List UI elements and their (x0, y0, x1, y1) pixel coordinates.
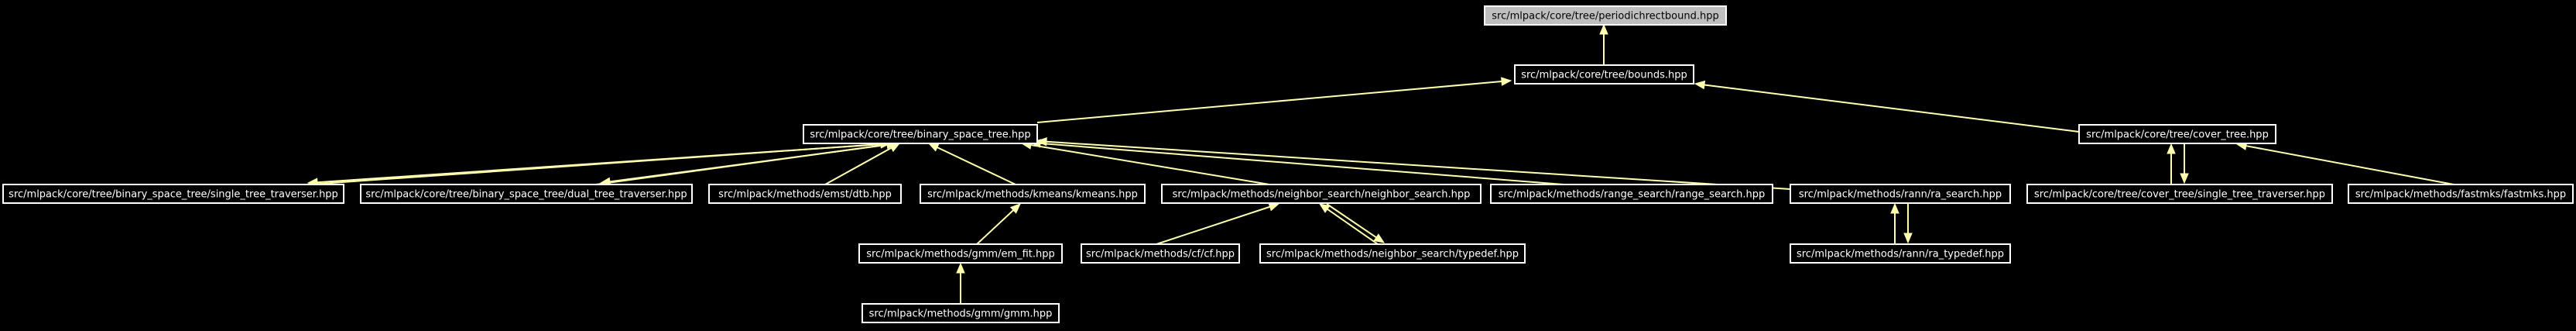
edge-binary_space_tree-to-bounds-arrowhead (1501, 77, 1512, 86)
node-label: src/mlpack/methods/rann/ra_typedef.hpp (1797, 249, 2004, 260)
node-label: src/mlpack/methods/range_search/range_se… (1499, 189, 1766, 201)
edge-em_fit-to-kmeans-arrowhead (1009, 203, 1021, 214)
node-box[interactable] (1484, 5, 1727, 26)
nodes-layer: src/mlpack/core/tree/periodichrectbound.… (2, 5, 2574, 323)
edge-line (1327, 209, 1379, 245)
node-periodichrectbound[interactable]: src/mlpack/core/tree/periodichrectbound.… (1484, 5, 1727, 26)
node-box[interactable] (1081, 243, 1240, 264)
node-label: src/mlpack/core/tree/binary_space_tree/d… (365, 189, 687, 201)
edge-line (937, 147, 1016, 185)
edges-layer (307, 23, 2454, 304)
node-box[interactable] (2026, 184, 2333, 204)
node-cf[interactable]: src/mlpack/methods/cf/cf.hpp (1081, 243, 1240, 264)
edge-ra_search-to-binary_space_tree-arrowhead (1036, 137, 1047, 147)
node-fastmks[interactable]: src/mlpack/methods/fastmks/fastmks.hpp (2348, 184, 2574, 204)
edge-ra_search-to-binary_space_tree (1036, 137, 1791, 190)
node-label: src/mlpack/core/tree/cover_tree/single_t… (2034, 189, 2325, 201)
edge-ct_single-to-cover_tree (2167, 143, 2176, 184)
node-em-fit[interactable]: src/mlpack/methods/gmm/em_fit.hpp (858, 243, 1063, 264)
node-label: src/mlpack/methods/cf/cf.hpp (1086, 249, 1235, 260)
edge-em_fit-to-kmeans (976, 203, 1021, 245)
node-box[interactable] (1490, 184, 1773, 204)
edge-line (1036, 81, 1502, 123)
node-label: src/mlpack/core/tree/binary_space_tree/s… (9, 189, 338, 201)
node-box[interactable] (1514, 64, 1694, 84)
edge-cover_tree-to-ct_single-arrowhead (2180, 173, 2189, 184)
edge-ra_search-to-ra_typedef (1903, 204, 1913, 244)
node-label: src/mlpack/methods/kmeans/kmeans.hpp (927, 189, 1138, 201)
node-ra-typedef[interactable]: src/mlpack/methods/rann/ra_typedef.hpp (1790, 243, 2011, 264)
edge-line (2245, 145, 2454, 185)
node-label: src/mlpack/methods/emst/dtb.hpp (718, 189, 892, 201)
node-ns-typedef[interactable]: src/mlpack/methods/neighbor_search/typed… (1259, 243, 1526, 264)
node-bst-single[interactable]: src/mlpack/core/tree/binary_space_tree/s… (2, 184, 344, 204)
edge-ra_typedef-to-ra_search (1890, 202, 1899, 244)
edge-cover_tree-to-bounds (1694, 80, 2080, 133)
node-label: src/mlpack/core/tree/cover_tree.hpp (2086, 129, 2269, 141)
node-box[interactable] (2078, 124, 2276, 144)
edge-bounds-to-periodichrectbound-arrowhead (1599, 23, 1608, 35)
node-bounds[interactable]: src/mlpack/core/tree/bounds.hpp (1514, 64, 1694, 84)
node-box[interactable] (920, 184, 1146, 204)
node-box[interactable] (1790, 184, 2011, 204)
edge-cover_tree-to-bounds-arrowhead (1694, 80, 1706, 90)
node-label: src/mlpack/methods/gmm/em_fit.hpp (866, 249, 1055, 260)
node-box[interactable] (708, 184, 902, 204)
node-label: src/mlpack/methods/gmm/gmm.hpp (869, 309, 1053, 320)
node-cover-tree[interactable]: src/mlpack/core/tree/cover_tree.hpp (2078, 124, 2276, 144)
edge-line (1040, 142, 1564, 185)
node-label: src/mlpack/core/tree/bounds.hpp (1521, 70, 1687, 81)
edge-line (1326, 203, 1377, 239)
node-box[interactable] (2, 184, 344, 204)
node-label: src/mlpack/methods/neighbor_search/typed… (1266, 249, 1519, 260)
node-dtb[interactable]: src/mlpack/methods/emst/dtb.hpp (708, 184, 902, 204)
node-label: src/mlpack/methods/fastmks/fastmks.hpp (2355, 189, 2566, 201)
node-kmeans[interactable]: src/mlpack/methods/kmeans/kmeans.hpp (920, 184, 1146, 204)
edge-line (976, 209, 1014, 245)
node-box[interactable] (803, 124, 1038, 144)
node-label: src/mlpack/methods/neighbor_search/neigh… (1173, 189, 1471, 201)
node-label: src/mlpack/core/tree/periodichrectbound.… (1492, 11, 1719, 22)
edge-ct_single-to-cover_tree-arrowhead (2167, 143, 2176, 154)
node-box[interactable] (1161, 184, 1482, 204)
node-bst-dual[interactable]: src/mlpack/core/tree/binary_space_tree/d… (360, 184, 693, 204)
edge-line (609, 143, 892, 183)
edge-line (1704, 84, 2080, 133)
edge-gmm-to-em_fit-arrowhead (956, 262, 965, 274)
edge-line (317, 143, 883, 184)
node-box[interactable] (858, 243, 1063, 264)
node-ra-search[interactable]: src/mlpack/methods/rann/ra_search.hpp (1790, 184, 2011, 204)
node-box[interactable] (1790, 243, 2011, 264)
edge-cover_tree-to-ct_single (2180, 144, 2189, 184)
edge-ra_search-to-ra_typedef-arrowhead (1903, 233, 1913, 244)
node-box[interactable] (2348, 184, 2574, 204)
node-box[interactable] (360, 184, 693, 204)
edge-ns_typedef-to-neighbor_search-arrowhead (1318, 203, 1331, 213)
edge-line (824, 147, 892, 185)
edge-ra_typedef-to-ra_search-arrowhead (1890, 202, 1899, 214)
edge-line (1156, 205, 1270, 245)
edge-cf-to-neighbor_search (1156, 202, 1280, 245)
node-box[interactable] (1259, 243, 1526, 264)
node-label: src/mlpack/methods/rann/ra_search.hpp (1799, 189, 2002, 201)
edge-ns_typedef-to-neighbor_search (1318, 203, 1379, 245)
edge-gmm-to-em_fit (956, 262, 965, 304)
node-box[interactable] (862, 303, 1060, 323)
edge-line (1030, 143, 1270, 185)
edge-bounds-to-periodichrectbound (1599, 23, 1608, 65)
edge-binary_space_tree-to-bounds (1036, 77, 1512, 123)
node-neighbor-search[interactable]: src/mlpack/methods/neighbor_search/neigh… (1161, 184, 1482, 204)
node-binary-space-tree[interactable]: src/mlpack/core/tree/binary_space_tree.h… (803, 124, 1038, 144)
node-gmm[interactable]: src/mlpack/methods/gmm/gmm.hpp (862, 303, 1060, 323)
edge-neighbor_search-to-ns_typedef (1326, 203, 1386, 243)
edge-line (1046, 140, 1791, 190)
node-label: src/mlpack/core/tree/binary_space_tree.h… (810, 129, 1030, 141)
node-range-search[interactable]: src/mlpack/methods/range_search/range_se… (1490, 184, 1773, 204)
edge-neighbor_search-to-ns_typedef-arrowhead (1373, 233, 1386, 243)
node-ct-single[interactable]: src/mlpack/core/tree/cover_tree/single_t… (2026, 184, 2333, 204)
